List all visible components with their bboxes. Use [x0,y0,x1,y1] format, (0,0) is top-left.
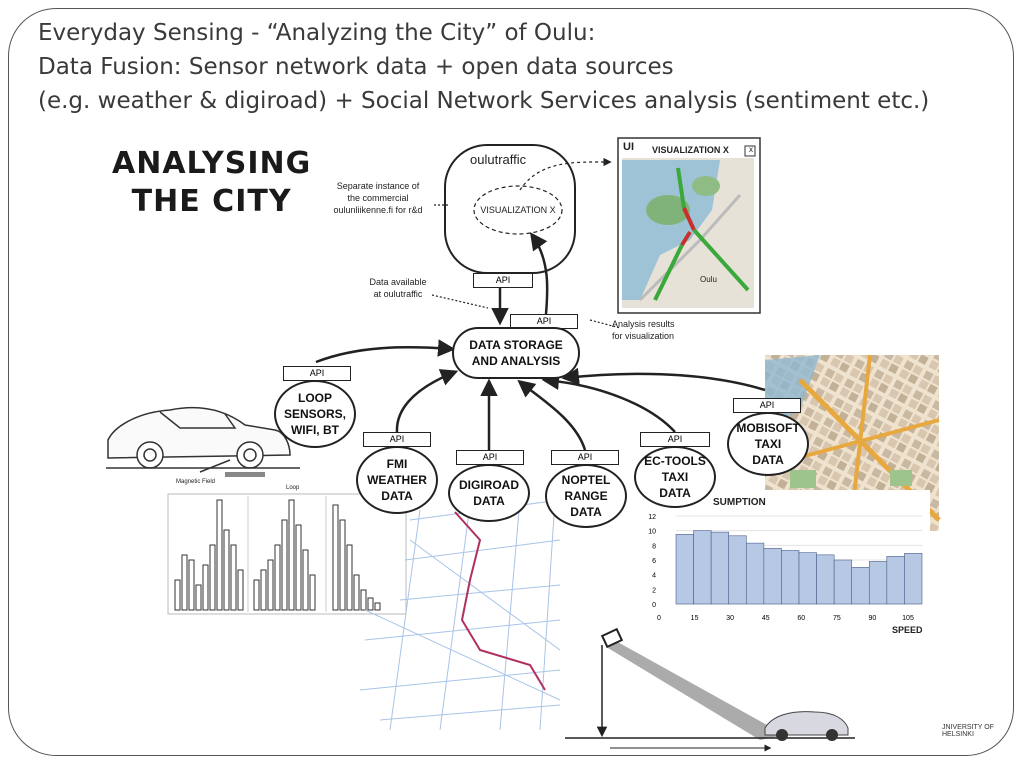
ectools-taxi-node: EC-TOOLS TAXI DATA [634,446,716,508]
chart-bar [904,553,923,605]
consumption-chart: 0 15 30 45 60 75 90 105 0 2 4 6 8 10 12 [632,490,930,640]
map-city-label: Oulu [700,275,717,284]
chart-ytick: 10 [648,529,656,536]
digiroad-node: DIGIROAD DATA [448,464,530,522]
ui-map-window [617,137,761,314]
storage-node: DATA STORAGE AND ANALYSIS [452,327,580,379]
chart-bar [886,556,905,605]
slide-frame [8,8,1014,756]
footer-university: JNIVERSITY OF HELSINKI [942,724,994,738]
chart-bar [693,530,712,605]
chart-bar [833,559,853,605]
separate-instance-note: Separate instance of the commercial oulu… [333,181,423,215]
chart-ytick: 6 [652,558,656,565]
chart-bar [781,550,800,605]
heading-line-1: ANALYSING [112,146,312,181]
chart-xtick: 60 [797,615,805,622]
api-noptel: API [551,450,619,465]
ui-title: VISUALIZATION X [652,145,729,155]
chart-bar [868,561,888,605]
ui-label: UI [623,141,634,153]
range-finder-drawing [565,627,855,752]
chart-ytick: 12 [648,514,656,521]
chart-ytick: 4 [652,573,656,580]
chart-bar [851,567,870,605]
visualization-inner [473,185,563,235]
weather-histograms [167,493,407,615]
chart-ytick: 8 [652,543,656,550]
car-loop-label: Loop [286,485,300,491]
api-oulutraffic: API [473,273,533,288]
ectools-taxi-label: EC-TOOLS TAXI DATA [644,454,706,500]
ui-close-icon: x [749,145,753,154]
api-loop: API [283,366,351,381]
chart-xtick: 90 [869,615,877,622]
car-loop-drawing [106,407,300,477]
title-line-2: Data Fusion: Sensor network data + open … [38,54,674,80]
chart-xtick: 15 [691,615,699,622]
title-line-3: (e.g. weather & digiroad) + Social Netwo… [38,88,930,114]
chart-title: SUMPTION [713,497,766,508]
chart-bar [763,547,782,605]
noptel-range-label: NOPTEL RANGE DATA [561,473,611,519]
loop-sensors-label: LOOP SENSORS, WIFI, BT [283,391,346,437]
slide-title: Everyday Sensing - “Analyzing the City” … [38,16,929,118]
noptel-range-node: NOPTEL RANGE DATA [545,464,627,528]
mobisoft-taxi-node: MOBISOFT TAXI DATA [727,412,809,476]
chart-xtick: 0 [657,615,661,622]
heading-line-2: THE CITY [131,184,292,219]
api-fmi: API [363,432,431,447]
chart-ytick: 2 [652,587,656,594]
mobisoft-taxi-label: MOBISOFT TAXI DATA [736,421,800,467]
car-magnetic-label: Magnetic Field [176,479,216,485]
chart-xtick: 75 [833,615,841,622]
chart-bar [798,552,817,605]
diagram-heading: ANALYSING THE CITY [112,145,311,221]
loop-sensors-node: LOOP SENSORS, WIFI, BT [274,380,356,448]
chart-bar [816,554,835,605]
fmi-weather-label: FMI WEATHER DATA [367,457,427,503]
api-ectools: API [640,432,710,447]
chart-bar [675,534,694,605]
oulutraffic-label: oulutraffic [470,152,527,167]
api-digiroad: API [456,450,524,465]
chart-xtick: 30 [726,615,734,622]
storage-label: DATA STORAGE AND ANALYSIS [469,338,563,368]
analysis-results-note: Analysis results for visualization [612,319,675,341]
chart-xtick: 45 [762,615,770,622]
title-line-1: Everyday Sensing - “Analyzing the City” … [38,20,596,46]
chart-xlabel: SPEED [892,625,923,635]
chart-bar [728,535,747,605]
chart-bar [745,542,765,605]
digiroad-label: DIGIROAD DATA [459,478,519,508]
visualization-inner-label: VISUALIZATION X [480,205,556,215]
api-mobisoft: API [733,398,801,413]
digiroad-network [359,499,561,731]
chart-ytick: 0 [652,602,656,609]
fmi-weather-node: FMI WEATHER DATA [356,446,438,514]
data-available-note: Data available at oulutraffic [369,277,427,299]
chart-xtick: 105 [902,615,914,622]
chart-bar [710,531,730,605]
